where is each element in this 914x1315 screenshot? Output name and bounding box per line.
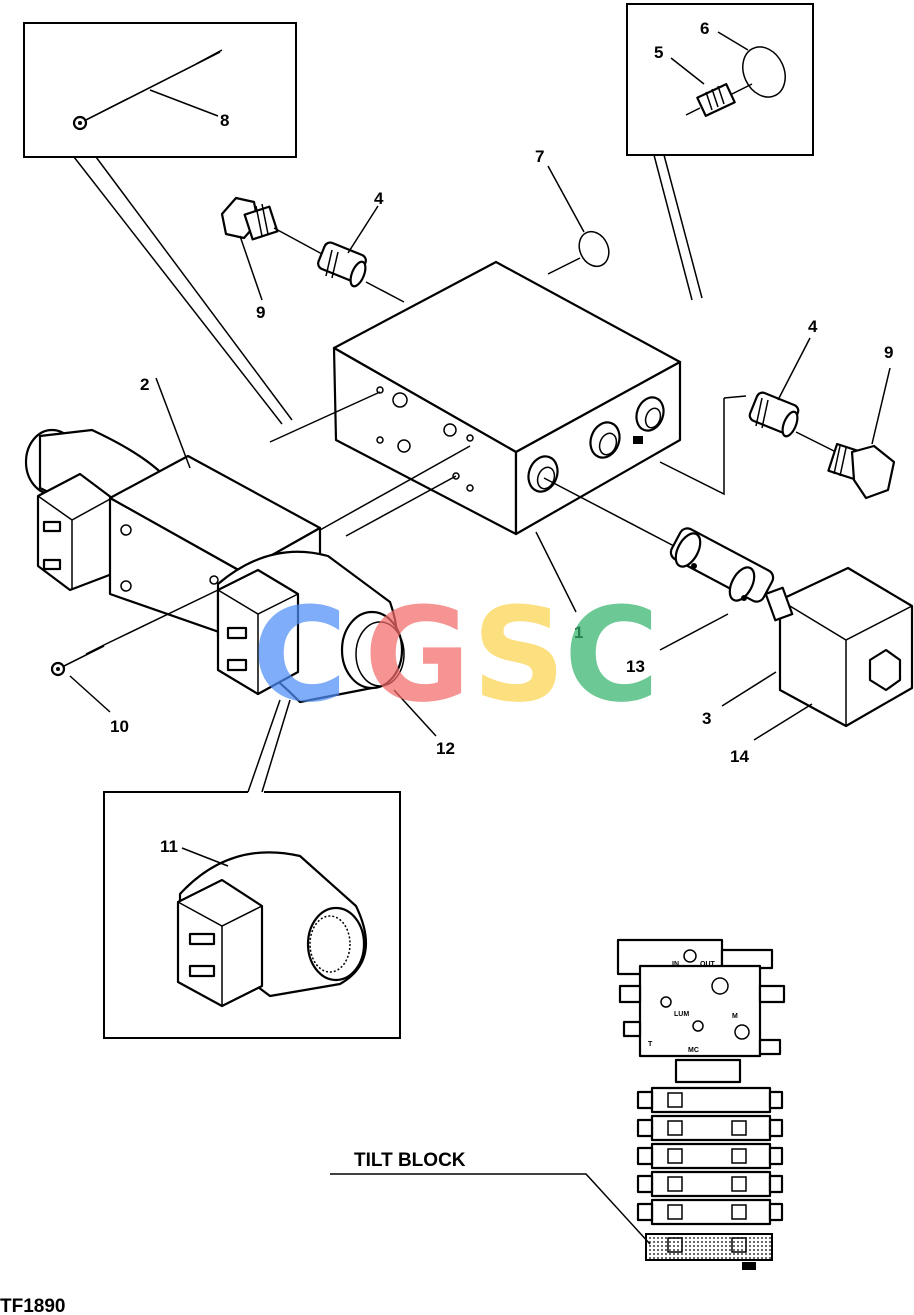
locator-port-m: M — [732, 1013, 738, 1020]
callout-7: 7 — [535, 147, 544, 166]
callout-10: 10 — [110, 717, 129, 736]
screw-10 — [50, 589, 219, 713]
locator-valve-stack: IN OUT LUM M MC T — [330, 938, 786, 1270]
inset-orifice-5-6 — [626, 3, 814, 301]
callout-9-right: 9 — [884, 343, 893, 362]
inset-coil-11 — [103, 791, 401, 1039]
callout-14: 14 — [730, 747, 749, 766]
plug-9-right — [827, 367, 896, 500]
locator-tilt-block-highlight — [645, 1233, 773, 1270]
callout-6: 6 — [700, 19, 709, 38]
callout-9-left: 9 — [256, 303, 265, 322]
locator-section-3 — [636, 1142, 784, 1170]
callout-12: 12 — [436, 739, 455, 758]
callout-4-right: 4 — [808, 317, 818, 336]
locator-section-2 — [636, 1114, 784, 1142]
solenoid-cartridge-3 — [543, 477, 914, 741]
watermark-letter-4: C — [564, 579, 659, 731]
locator-port-in: IN — [672, 961, 679, 968]
locator-section-4 — [636, 1170, 784, 1198]
locator-section-1 — [636, 1086, 784, 1114]
callout-4-left: 4 — [374, 189, 384, 208]
watermark-letter-1: C — [252, 579, 347, 731]
callout-1: 1 — [574, 623, 583, 642]
tilt-block-label: TILT BLOCK — [354, 1150, 466, 1171]
inset-bolt-8 — [23, 22, 297, 425]
locator-port-lum: LUM — [674, 1011, 689, 1018]
cartridge-4-left — [317, 205, 405, 303]
callout-13: 13 — [626, 657, 645, 676]
coil-in-situ — [216, 550, 437, 793]
watermark-logo: C G S C — [252, 579, 659, 731]
callout-3: 3 — [702, 709, 711, 728]
callout-11: 11 — [160, 837, 178, 856]
locator-port-t: T — [648, 1041, 653, 1048]
plug-9-left — [220, 196, 323, 301]
o-ring-7 — [547, 165, 610, 275]
callout-8: 8 — [220, 111, 229, 130]
locator-port-mc: MC — [688, 1047, 699, 1054]
locator-port-out: OUT — [700, 961, 716, 968]
callout-5: 5 — [654, 43, 663, 62]
watermark-letter-2: G — [364, 579, 471, 731]
cartridge-4-right — [659, 337, 837, 496]
orifice-insert — [696, 83, 736, 117]
watermark-letter-3: S — [472, 579, 566, 731]
callout-2: 2 — [140, 375, 149, 394]
valve-body-1 — [332, 260, 682, 613]
figure-id: TF1890 — [0, 1296, 65, 1315]
locator-section-5 — [636, 1198, 784, 1226]
